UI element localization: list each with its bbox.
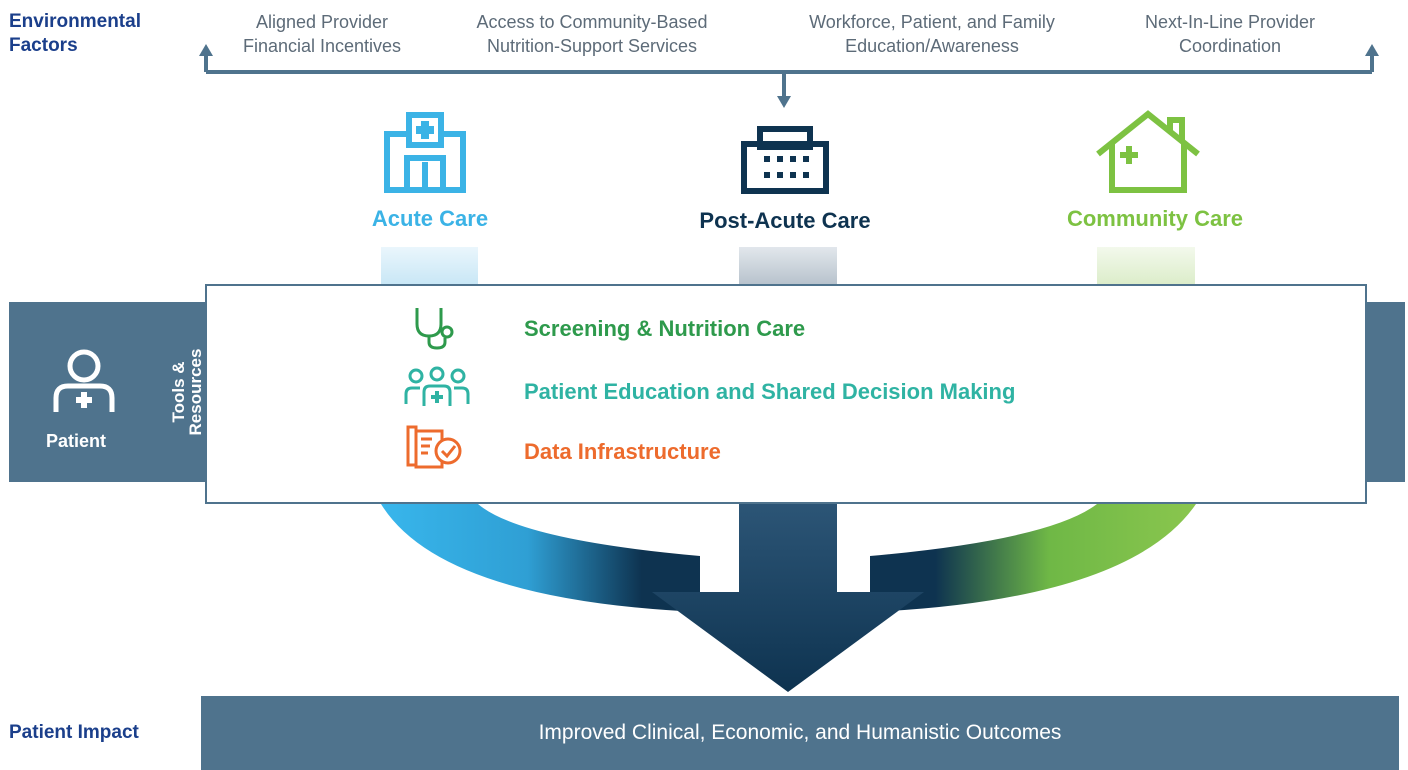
flow-right-branch bbox=[870, 504, 1196, 612]
building-icon bbox=[741, 126, 829, 194]
factor-financial-incentives: Aligned Provider Financial Incentives bbox=[242, 12, 402, 56]
community-connector bbox=[1097, 247, 1195, 284]
community-care-label: Community Care bbox=[1066, 206, 1244, 231]
patient-label: Patient bbox=[46, 431, 107, 451]
house-medical-icon bbox=[1096, 110, 1200, 193]
stethoscope-icon bbox=[415, 308, 454, 350]
environmental-factors-title: Environmental Factors bbox=[9, 11, 141, 56]
tool-education-label: Patient Education and Shared Decision Ma… bbox=[524, 379, 1016, 404]
acute-care-label: Acute Care bbox=[371, 206, 489, 231]
bracket-right-arrowhead bbox=[1365, 44, 1379, 56]
flow-left-branch bbox=[381, 504, 700, 612]
outcomes-bar: Improved Clinical, Economic, and Humanis… bbox=[201, 696, 1399, 770]
people-icon bbox=[404, 366, 470, 406]
care-connectors bbox=[381, 247, 1195, 284]
post-acute-care-label: Post-Acute Care bbox=[699, 208, 871, 233]
post-acute-connector bbox=[739, 247, 837, 284]
factor-community-services: Access to Community-Based Nutrition-Supp… bbox=[476, 12, 708, 56]
hospital-icon bbox=[384, 112, 466, 193]
tool-data-label: Data Infrastructure bbox=[524, 439, 721, 464]
tool-screening-label: Screening & Nutrition Care bbox=[524, 316, 806, 341]
document-check-icon bbox=[406, 425, 462, 469]
environmental-bracket bbox=[199, 44, 1379, 108]
outcomes-text: Improved Clinical, Economic, and Humanis… bbox=[538, 721, 1062, 744]
tools-box bbox=[205, 284, 1367, 504]
acute-connector bbox=[381, 247, 478, 284]
patient-impact-label: Patient Impact bbox=[9, 722, 139, 743]
factor-education-awareness: Workforce, Patient, and Family Education… bbox=[809, 12, 1055, 56]
factor-provider-coordination: Next-In-Line Provider Coordination bbox=[1144, 12, 1316, 56]
flow-center-arrow bbox=[652, 504, 924, 692]
bracket-center-arrowhead bbox=[777, 96, 791, 108]
patient-icon bbox=[53, 349, 115, 412]
converging-flow-arrow bbox=[381, 504, 1196, 692]
bracket-left-arrowhead bbox=[199, 44, 213, 56]
